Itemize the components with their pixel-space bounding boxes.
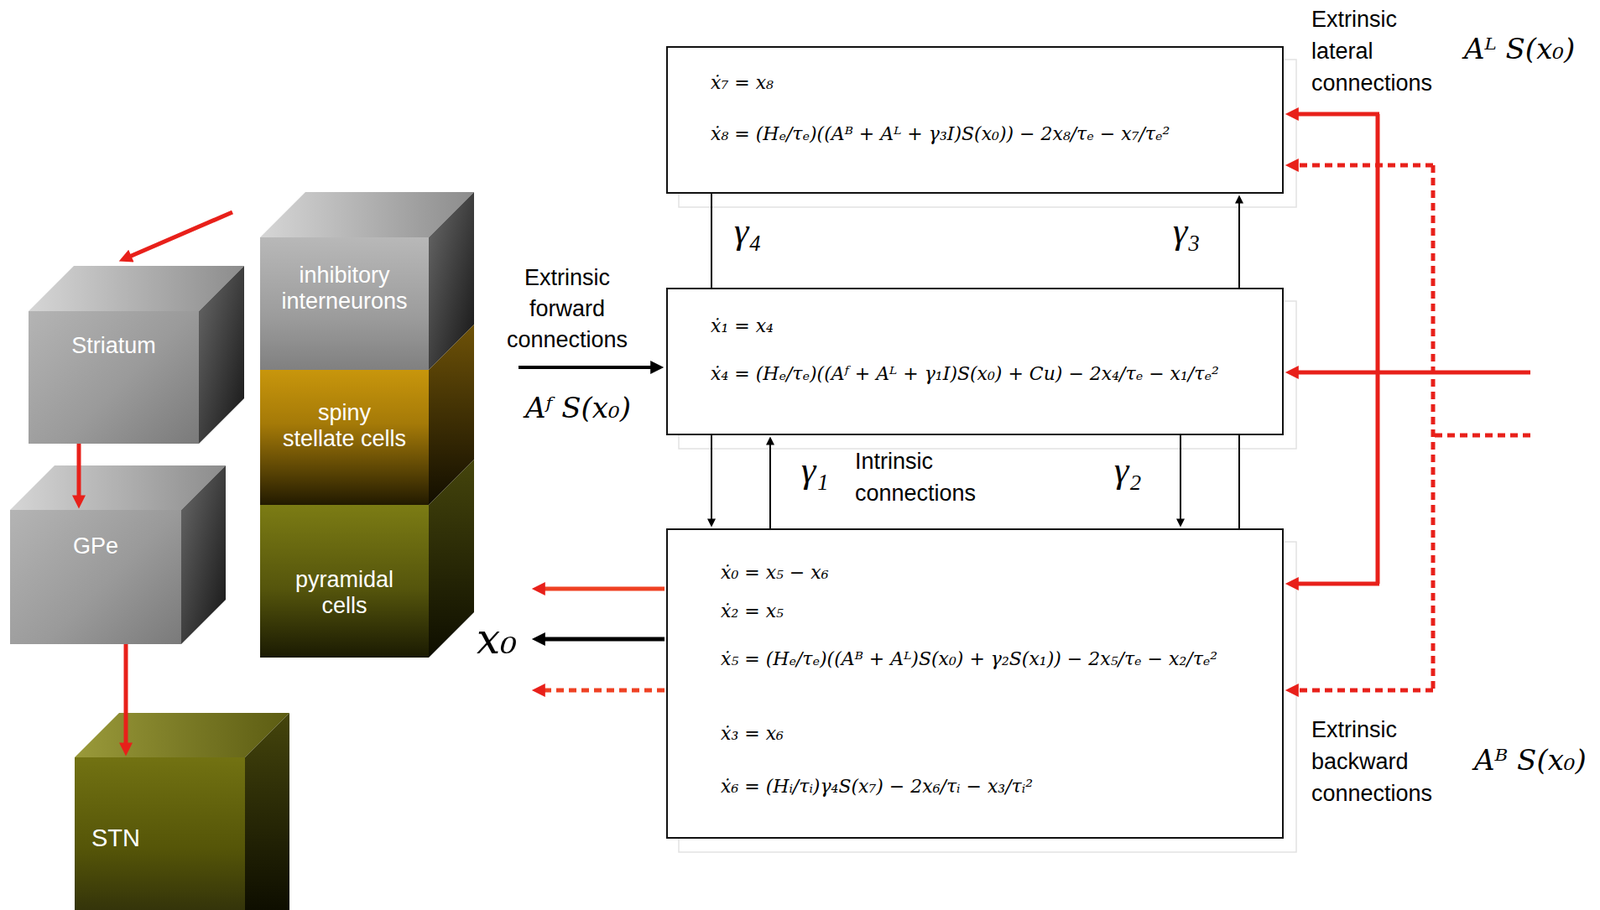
equation-text: ẋ₅ = (Hₑ/τₑ)((Aᴮ + Aᴸ)S(x₀) + γ₂S(x₁)) −…	[720, 647, 1218, 672]
cube-side-face	[181, 465, 226, 645]
equation-text: ẋ₂ = x₅	[720, 599, 784, 624]
cortical-layer-box: pyramidal cells	[260, 505, 429, 658]
region-name: GPe	[72, 533, 119, 560]
cortical-layer-box: inhibitory interneurons	[260, 237, 429, 371]
region-name: STN	[91, 824, 141, 853]
equation-box: ẋ₇ = x₈ ẋ₈ = (Hₑ/τₑ)((Aᴮ + Aᴸ + γ₃I)S(x₀)…	[666, 46, 1284, 194]
output-arrow	[541, 688, 665, 694]
connection-label: Extrinsic backward connections	[1311, 714, 1459, 810]
lateral-line	[1294, 112, 1380, 117]
connection-label: Intrinsic connections	[854, 445, 998, 510]
term-label: Aᴸ S(x₀)	[1464, 31, 1575, 67]
gain-label: γ₂	[1114, 450, 1142, 491]
lateral-line	[1294, 370, 1531, 376]
connection-arrow	[124, 644, 129, 747]
brain-region-box: GPe	[10, 510, 182, 645]
region-name: pyramidal cells	[277, 567, 412, 620]
connection-label: Extrinsic forward connections	[487, 262, 647, 356]
forward-arrow	[518, 365, 655, 370]
gain-label: γ₁	[801, 450, 829, 491]
cortical-layer-box: spiny stellate cells	[260, 370, 429, 506]
brain-region-box: Striatum	[28, 311, 199, 444]
backward-line	[1433, 433, 1531, 438]
output-arrow	[541, 637, 665, 642]
region-name: inhibitory interneurons	[269, 262, 421, 315]
brain-region-box: STN	[74, 757, 245, 910]
connection-arrow	[77, 443, 82, 500]
equation-text: ẋ₆ = (Hᵢ/τᵢ)γ₄S(x₇) − 2x₆/τᵢ − x₃/τᵢ²	[720, 775, 1033, 799]
equation-text: ẋ₄ = (Hₑ/τₑ)((Aᶠ + Aᴸ + γ₁I)S(x₀) + Cu) …	[710, 362, 1220, 386]
equation-box: ẋ₀ = x₅ − x₆ ẋ₂ = x₅ ẋ₅ = (Hₑ/τₑ)((Aᴮ + Aᴸ…	[666, 528, 1284, 840]
variable-label: x₀	[476, 614, 517, 665]
region-name: spiny stellate cells	[281, 400, 408, 453]
equation-text: ẋ₇ = x₈	[710, 71, 774, 95]
backward-line	[1294, 688, 1434, 694]
cube-side-face	[198, 265, 245, 444]
equation-box: ẋ₁ = x₄ ẋ₄ = (Hₑ/τₑ)((Aᶠ + Aᴸ + γ₁I)S(x₀)…	[666, 287, 1284, 436]
region-name: Striatum	[71, 333, 157, 360]
equation-text: ẋ₈ = (Hₑ/τₑ)((Aᴮ + Aᴸ + γ₃I)S(x₀)) − 2x₈…	[710, 122, 1170, 146]
connection-arrow	[1179, 435, 1182, 522]
equation-text: ẋ₀ = x₅ − x₆	[720, 561, 829, 585]
connection-label: Extrinsic lateral connections	[1311, 3, 1459, 100]
connection-arrow	[769, 442, 772, 529]
backward-line	[1431, 165, 1436, 691]
cube-side-face	[428, 459, 475, 658]
equation-text: ẋ₁ = x₄	[710, 314, 774, 339]
gain-label: γ₃	[1172, 211, 1201, 252]
output-arrow	[541, 587, 665, 592]
gain-label: γ₄	[734, 211, 762, 252]
input-arrow	[127, 212, 233, 258]
lateral-line	[1375, 114, 1381, 584]
backward-line	[1294, 163, 1434, 168]
term-label: Aᴮ S(x₀)	[1474, 743, 1587, 778]
term-label: Aᶠ S(x₀)	[525, 390, 631, 426]
lateral-line	[1294, 582, 1380, 587]
equation-text: ẋ₃ = x₆	[720, 722, 784, 746]
cube-side-face	[244, 713, 290, 910]
